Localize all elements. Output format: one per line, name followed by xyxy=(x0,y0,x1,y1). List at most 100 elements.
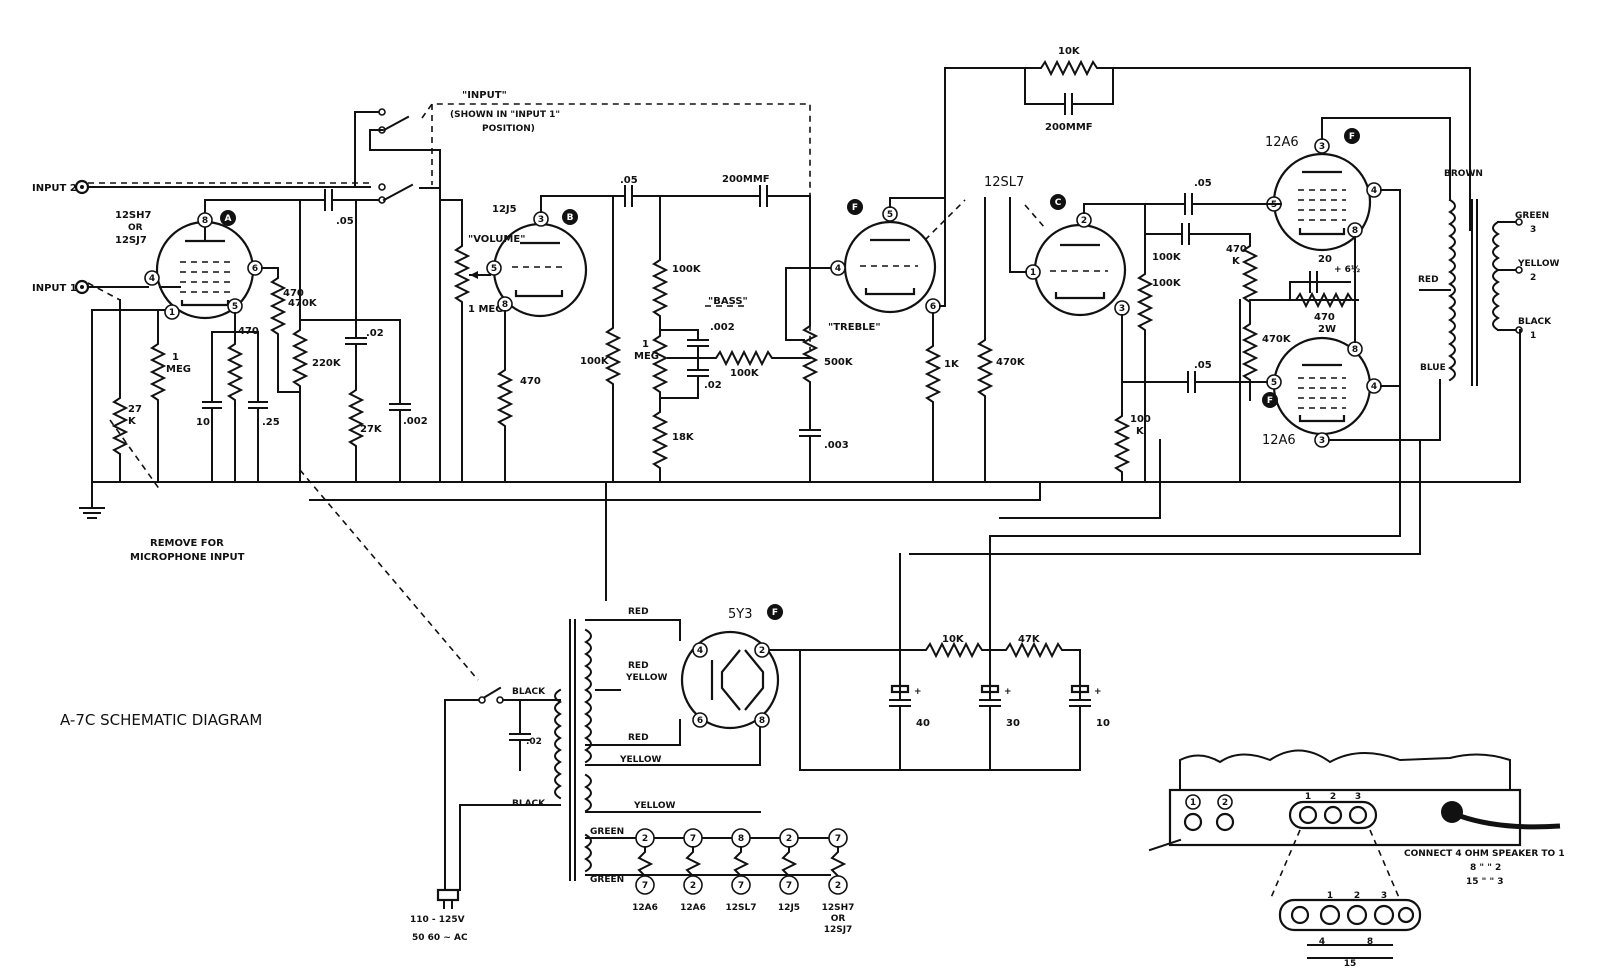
heater-tube-or: OR xyxy=(831,914,846,924)
selector-note-1: (SHOWN IN "INPUT 1" xyxy=(450,110,560,120)
label-fb-10k: 10K xyxy=(1058,46,1081,57)
tube-c-pin3: 3 xyxy=(1119,304,1125,314)
tube-b-pin5: 5 xyxy=(491,264,497,274)
tube-e2-pin4: 4 xyxy=(1371,382,1377,392)
panel-speaker-terminals[interactable] xyxy=(1288,800,1378,830)
tube-d-pin5: 5 xyxy=(887,210,893,220)
heater-pin-top-num: 7 xyxy=(835,834,841,844)
wire-red-top: RED xyxy=(628,607,649,617)
tube-a-alt: 12SJ7 xyxy=(115,235,147,246)
remove-note-1: REMOVE FOR xyxy=(150,538,224,549)
pin-8: 8 xyxy=(202,216,208,226)
label-filter-10k: 10K xyxy=(942,634,965,645)
label-470k-a-k: 470K xyxy=(288,298,318,309)
tube-e-top-name: 12A6 xyxy=(1265,135,1299,150)
tube-a-name: 12SH7 xyxy=(115,210,151,221)
badge-f-d-text: F xyxy=(852,203,858,213)
tube-c-pin1: 1 xyxy=(1030,268,1036,278)
heater-pin-bottom-num: 7 xyxy=(642,881,648,891)
badge-f-e1-text: F xyxy=(1349,132,1355,142)
label-2w: 2W xyxy=(1318,324,1336,335)
tube-b-pin3: 3 xyxy=(538,215,544,225)
badge-f-e2-text: F xyxy=(1267,396,1273,406)
feedback-network xyxy=(944,61,1471,231)
resistor-27k-input xyxy=(109,299,161,491)
heater-pin-bottom xyxy=(779,875,799,895)
tube-b-wiring xyxy=(498,185,811,483)
tube-e2-pin8: 8 xyxy=(1352,345,1358,355)
heater-tube-name: 12A6 xyxy=(680,903,706,913)
pin-4: 4 xyxy=(149,274,155,284)
plus-2: + xyxy=(1004,687,1012,697)
heater-pin-bottom-num: 7 xyxy=(786,881,792,891)
wire-yellow-2: YELLOW xyxy=(633,801,675,811)
label-c20-v: + 6½ xyxy=(1334,264,1360,275)
panel-callout-right xyxy=(1369,829,1401,901)
label-c05d: .05 xyxy=(1194,360,1212,371)
detail-term-2: 2 xyxy=(1354,891,1360,901)
input-2-label: INPUT 2 xyxy=(32,183,77,194)
term-green-3: 3 xyxy=(1530,225,1536,235)
label-100k-c: 100K xyxy=(730,368,760,379)
ground-bus xyxy=(79,481,1521,519)
tube-a-screen-network xyxy=(261,199,411,483)
input-2-jack[interactable] xyxy=(74,179,371,195)
tone-stack[interactable] xyxy=(653,195,831,483)
label-27-k: K xyxy=(128,416,137,427)
heater-3: 8 7 12SL7 xyxy=(725,828,757,913)
wire-red-yellow-1: RED xyxy=(628,661,649,671)
label-filter-c10: 10 xyxy=(1096,718,1110,729)
heater-filament xyxy=(637,846,654,878)
bass-meg: MEG xyxy=(634,351,659,362)
power-transformer xyxy=(554,481,831,881)
input-selector-switch[interactable] xyxy=(354,103,811,483)
heater-pin-top-num: 8 xyxy=(738,834,744,844)
label-100k-e: 100K xyxy=(1152,278,1182,289)
plus-3: + xyxy=(1094,687,1102,697)
rectifier-name: 5Y3 xyxy=(728,607,752,622)
badge-c-text: C xyxy=(1055,198,1062,208)
rect-pin6: 6 xyxy=(697,716,703,726)
label-470k-c-k: K xyxy=(1232,256,1241,267)
label-c40: 40 xyxy=(916,718,930,729)
label-470k-c: 470 xyxy=(1226,244,1247,255)
heater-pin-top-num: 2 xyxy=(786,834,792,844)
mains-voltage: 110 - 125V xyxy=(410,915,465,925)
speaker-connect-1: CONNECT 4 OHM SPEAKER TO 1 xyxy=(1404,849,1565,859)
label-470b: 470 xyxy=(520,376,541,387)
wire-brown: BROWN xyxy=(1444,169,1483,179)
tube-e-bot-name: 12A6 xyxy=(1262,433,1296,448)
label-27: 27 xyxy=(128,404,142,415)
heater-pin-bottom-num: 7 xyxy=(738,881,744,891)
wire-green-1: GREEN xyxy=(590,827,624,837)
label-100k-b: 100K xyxy=(580,356,610,367)
term-black-1: 1 xyxy=(1530,331,1536,341)
pin-6: 6 xyxy=(252,264,258,274)
heater-tube-name: 12SH7 xyxy=(822,903,855,913)
diagram-title: A-7C SCHEMATIC DIAGRAM xyxy=(60,711,262,729)
power-switch[interactable] xyxy=(299,469,561,891)
input-1-jack[interactable] xyxy=(74,279,166,483)
heater-pin-bottom-num: 2 xyxy=(835,881,841,891)
tube-d-pin4: 4 xyxy=(835,264,841,274)
heater-tube-alt: 12SJ7 xyxy=(824,925,853,935)
selector-note-2: POSITION) xyxy=(482,124,535,134)
tube-c-12sl7 xyxy=(1024,204,1127,317)
bass-1: 1 xyxy=(642,339,649,350)
wire-black-2: BLACK xyxy=(512,799,546,809)
panel-input-jacks[interactable] xyxy=(1183,812,1235,832)
badge-f-e1 xyxy=(1344,128,1360,144)
term-green: GREEN xyxy=(1515,211,1549,221)
label-470a: 470 xyxy=(238,326,259,337)
label-220k: 220K xyxy=(312,358,342,369)
heater-tube-name: 12SL7 xyxy=(725,903,756,913)
tube-c-name: 12SL7 xyxy=(984,175,1024,190)
volume-control[interactable] xyxy=(439,199,491,483)
label-470-2w: 470 xyxy=(1314,312,1335,323)
panel-term-3: 3 xyxy=(1355,792,1361,802)
bass-label: "BASS" xyxy=(708,296,748,307)
heater-pin-bottom xyxy=(635,875,655,895)
